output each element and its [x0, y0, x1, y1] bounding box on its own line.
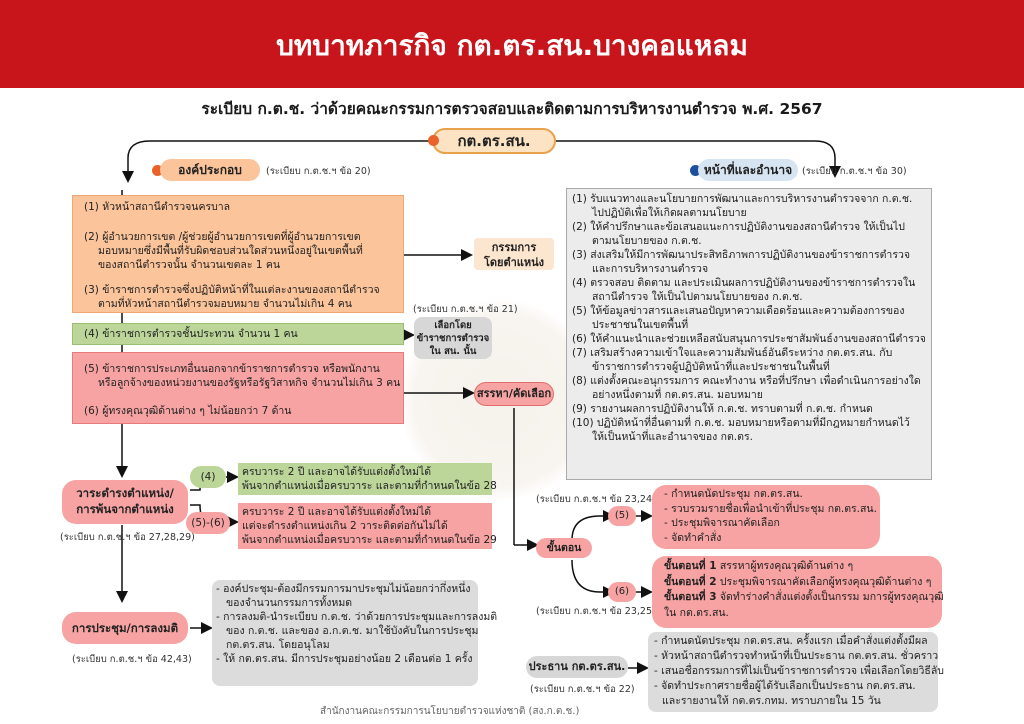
duty-item-7-cont: ข้าราชการตำรวจผู้ปฏิบัติหน้าที่และประชาช…	[592, 361, 830, 373]
header-bar	[0, 0, 1024, 88]
duty-item-1-cont: ไปปฏิบัติเพื่อให้เกิดผลตามนโยบาย	[592, 207, 747, 219]
duty-item-9: (9) รายงานผลการปฏิบัติงานให้ ก.ต.ช. ทราบ…	[572, 403, 873, 415]
elect-by-police-label: เลือกโดยข้าราชการตำรวจใน สน. นั้น	[414, 317, 492, 359]
duty-item-2: (2) ให้คำปรึกษาและข้อเสนอแนะการปฏิบัติงา…	[572, 221, 905, 233]
chair-ref: (ระเบียบ ก.ต.ช.ฯ ข้อ 22)	[530, 684, 635, 695]
term-label: วาระดำรงตำแหน่ง/การพ้นจากตำแหน่ง	[62, 480, 188, 524]
duties-label: หน้าที่และอำนาจ	[698, 159, 798, 181]
steps-ref-5: (ระเบียบ ก.ต.ช.ฯ ข้อ 23,24)	[536, 494, 656, 505]
steps-5-box	[652, 485, 880, 549]
duty-item-3-cont: และการบริหารงานตำรวจ	[592, 263, 709, 275]
duty-item-6: (6) ให้คำแนะนำและช่วยเหลือสนับสนุนการประ…	[572, 333, 926, 345]
term-tag-5-6: (5)-(6)	[186, 512, 230, 534]
term-ref: (ระเบียบ ก.ต.ช.ฯ ข้อ 27,28,29)	[60, 532, 195, 543]
term-text-5-6: ครบวาระ 2 ปี และอาจได้รับแต่งตั้งใหม่ได้…	[238, 503, 497, 549]
center-committee-label: กต.ตร.สน.	[432, 128, 556, 154]
duties-list: (1) รับแนวทางและนโยบายการพัฒนาและการบริห…	[572, 192, 930, 444]
regulation-title: ระเบียบ ก.ต.ช. ว่าด้วยคณะกรรมการตรวจสอบแ…	[201, 100, 823, 118]
duty-item-4-cont: สถานีตำรวจ ให้เป็นไปตามนโยบายของ ก.ต.ช.	[592, 291, 803, 303]
chair-list: - กำหนดนัดประชุม กต.ตร.สน. ครั้งแรก เมื่…	[654, 635, 944, 707]
steps-6-list: ขั้นตอนที่ 1 สรรหาผู้ทรงคุณวุฒิด้านต่าง …	[664, 560, 944, 619]
composition-item-1: (1) หัวหน้าสถานีตำรวจนครบาล	[84, 201, 231, 213]
meeting-label: การประชุม/การลงมติ	[62, 612, 188, 644]
footer-text: สำนักงานคณะกรรมการนโยบายตำรวจแห่งชาติ (ส…	[320, 706, 580, 717]
meeting-ref: (ระเบียบ ก.ต.ช.ฯ ข้อ 42,43)	[72, 654, 192, 665]
page-title: บทบาทภารกิจ กต.ตร.สน.บางคอแหลม	[276, 29, 748, 62]
duty-item-5-cont: ประชาชนในเขตพื้นที่	[592, 319, 689, 331]
composition-green-box	[72, 323, 404, 345]
steps-tag-5: (5)	[608, 506, 636, 526]
chair-box	[648, 632, 938, 712]
duty-item-8-cont: อย่างหนึ่งตามที่ กต.ตร.สน. มอบหมาย	[592, 389, 763, 401]
composition-item-3: (3) ข้าราชการตำรวจซึ่งปฏิบัติหน้าที่ในแต…	[84, 284, 380, 310]
chair-label: ประธาน กต.ตร.สน.	[526, 656, 628, 678]
meeting-list: - องค์ประชุม-ต้องมีกรรมการมาประชุมไม่น้อ…	[216, 583, 498, 665]
duty-item-8: (8) แต่งตั้งคณะอนุกรรมการ คณะทำงาน หรือท…	[572, 375, 921, 387]
composition-item-5: (5) ข้าราชการประเภทอื่นนอกจากข้าราชการตำ…	[84, 363, 401, 389]
duty-item-3: (3) ส่งเสริมให้มีการพัฒนาประสิทธิภาพการป…	[572, 249, 911, 261]
recruit-select-label: สรรหา/คัดเลือก	[474, 382, 554, 406]
steps-6-box	[652, 556, 942, 628]
meeting-box	[212, 580, 478, 686]
duty-item-4: (4) ตรวจสอบ ติดตาม และประเมินผลการปฏิบัต…	[572, 277, 916, 289]
selection-ref-21: (ระเบียบ ก.ต.ช.ฯ ข้อ 21)	[413, 304, 518, 315]
duties-ref: (ระเบียบ ก.ต.ช.ฯ ข้อ 30)	[802, 166, 907, 177]
composition-red-box	[72, 352, 404, 424]
steps-tag-6: (6)	[608, 582, 636, 602]
duty-item-10: (10) ปฏิบัติหน้าที่อื่นตามที่ ก.ต.ช. มอบ…	[572, 417, 910, 429]
by-position-label: กรรมการโดยตำแหน่ง	[474, 238, 554, 270]
duty-item-1: (1) รับแนวทางและนโยบายการพัฒนาและการบริห…	[572, 193, 913, 205]
blue-dot-icon	[690, 165, 701, 176]
composition-ref: (ระเบียบ ก.ต.ช.ฯ ข้อ 20)	[266, 166, 371, 177]
duty-item-10-cont: ให้เป็นหน้าที่และอำนาจของ กต.ตร.	[592, 431, 753, 443]
duty-item-2-cont: ตามนโยบายของ ก.ต.ช.	[592, 235, 702, 247]
composition-label: องค์ประกอบ	[160, 159, 260, 181]
steps-ref-6: (ระเบียบ ก.ต.ช.ฯ ข้อ 23,25)	[536, 606, 656, 617]
steps-5-list: - กำหนดนัดประชุม กต.ตร.สน. - รวบรวมรายชื…	[664, 488, 877, 544]
composition-item-4: (4) ข้าราชการตำรวจชั้นประทวน จำนวน 1 คน	[84, 328, 298, 340]
steps-label: ขั้นตอน	[536, 538, 592, 558]
term-tag-4: (4)	[190, 466, 226, 488]
orange-dot-icon	[428, 135, 439, 146]
composition-item-2: (2) ผู้อำนวยการเขต /ผู้ช่วยผู้อำนวยการเข…	[84, 231, 363, 271]
duty-item-7: (7) เสริมสร้างความเข้าใจและความสัมพันธ์อ…	[572, 347, 893, 359]
composition-item-6: (6) ผู้ทรงคุณวุฒิด้านต่าง ๆ ไม่น้อยกว่า …	[84, 405, 292, 417]
composition-orange-box	[72, 195, 404, 313]
duties-box	[566, 188, 932, 480]
term-text-4: ครบวาระ 2 ปี และอาจได้รับแต่งตั้งใหม่ได้…	[238, 463, 497, 495]
orange-dot-icon	[152, 165, 163, 176]
duty-item-5: (5) ให้ข้อมูลข่าวสารและเสนอปัญหาความเดือ…	[572, 305, 905, 317]
